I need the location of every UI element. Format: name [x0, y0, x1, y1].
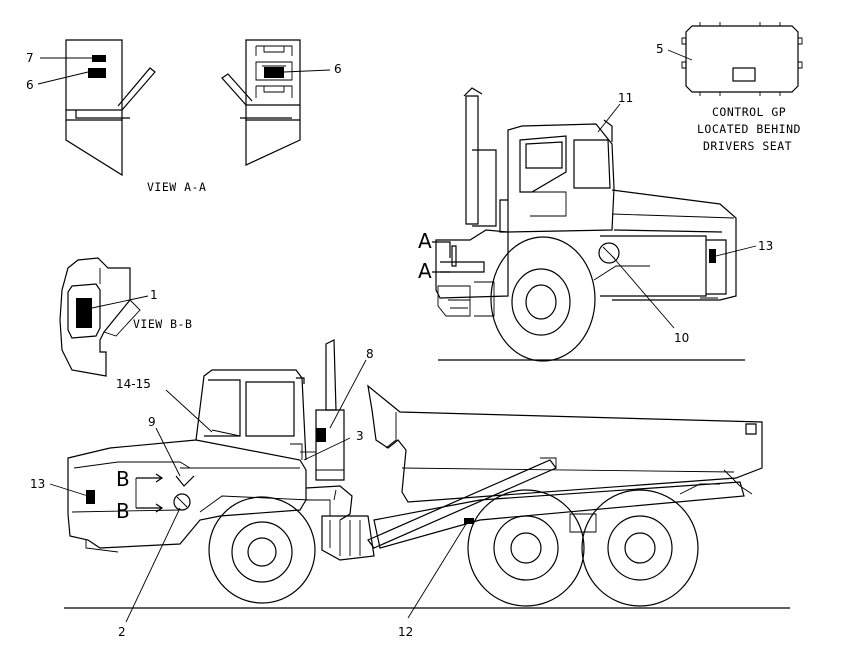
- callout-8: 8: [366, 347, 374, 361]
- view-bb-detail: [59, 257, 141, 377]
- callout-2: 2: [118, 625, 126, 639]
- decal-13-block-side: [86, 490, 95, 504]
- callout-9: 9: [148, 415, 156, 429]
- callout-13-front: 13: [758, 239, 773, 253]
- callout-14-15: 14-15: [116, 377, 151, 391]
- callout-11: 11: [618, 91, 633, 105]
- decal-12-block: [464, 518, 474, 524]
- section-mark-b-lower: B: [116, 499, 130, 523]
- section-mark-b-upper: B: [116, 467, 130, 491]
- view-aa-right-panel: [221, 39, 301, 166]
- control-group-module: [681, 22, 803, 96]
- decal-2-marker: [173, 493, 191, 511]
- callout-6-right: 6: [334, 62, 342, 76]
- callout-10: 10: [674, 331, 689, 345]
- decal-7-block: [92, 55, 106, 62]
- truck-front-view: [435, 87, 745, 362]
- callout-5: 5: [656, 42, 664, 56]
- callout-13-side: 13: [30, 477, 45, 491]
- decal-6-block: [88, 68, 106, 78]
- section-mark-a-lower: A: [418, 259, 432, 283]
- callout-7: 7: [26, 51, 34, 65]
- truck-side-view: [64, 339, 790, 609]
- control-note-line3: DRIVERS SEAT: [703, 139, 792, 153]
- callout-1: 1: [150, 288, 158, 302]
- decal-13-block-front: [709, 249, 716, 263]
- control-note-line1: CONTROL GP: [712, 105, 786, 119]
- view-aa-label: VIEW A-A: [147, 180, 206, 194]
- view-aa-left-panel: [65, 39, 156, 177]
- callout-12: 12: [398, 625, 413, 639]
- callout-6-left: 6: [26, 78, 34, 92]
- control-decal-block: [732, 67, 756, 82]
- decal-10-marker: [598, 242, 620, 264]
- callout-3: 3: [356, 429, 364, 443]
- control-note-line2: LOCATED BEHIND: [697, 122, 801, 136]
- callout-leaders: [37, 49, 757, 623]
- section-mark-a-upper: A: [418, 229, 432, 253]
- decal-8-block: [316, 428, 326, 442]
- decal-1-block: [76, 298, 92, 328]
- decal-6-block-right: [264, 67, 284, 78]
- view-bb-label: VIEW B-B: [133, 317, 192, 331]
